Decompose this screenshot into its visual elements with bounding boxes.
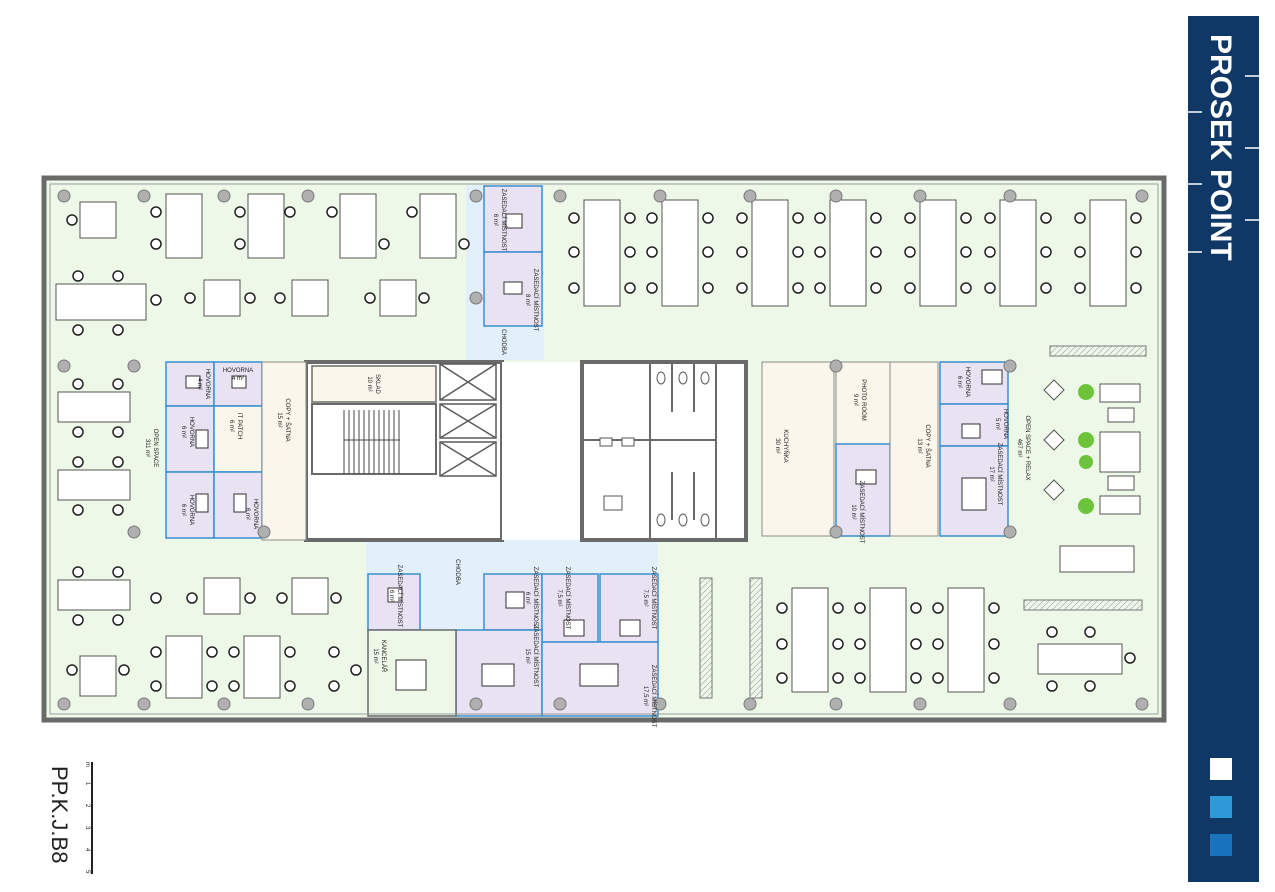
area-copy-left: 15 m²: [276, 412, 282, 427]
restroom-partitions: [582, 362, 717, 540]
area-open-space-left: 311 m²: [144, 439, 150, 457]
scale-tick-1: 1: [84, 782, 90, 786]
columns: [57, 189, 1149, 711]
area-zasedaci-right: 17 m²: [988, 466, 994, 481]
drawing-code: PP.K.J.B8: [30, 760, 80, 880]
label-hovorna-3: HOVORNA: [188, 417, 194, 447]
area-open-space-relax: 467 m²: [1016, 439, 1022, 458]
area-it-patch: 6 m²: [228, 420, 234, 432]
stair-steps: [343, 410, 400, 474]
area-zasedaci-mid: 10 m²: [850, 504, 856, 519]
rail-units: [699, 345, 1147, 699]
relax-lounge: [1043, 379, 1141, 515]
label-hovorna-5: HOVORNA: [252, 499, 258, 529]
label-zasedaci-top-1: ZASEDACÍ MÍSTNOST: [500, 189, 507, 252]
logo-square-dark: [1210, 834, 1232, 856]
area-hovorna-5: 6 m²: [244, 508, 250, 520]
relax-plants: [1078, 384, 1094, 514]
label-hovorna-r2: HOVORNA: [1002, 409, 1008, 439]
core-right: [580, 360, 748, 542]
label-hovorna-4: HOVORNA: [188, 495, 194, 525]
area-photo-room: 9 m²: [852, 394, 858, 406]
sklad-room: [311, 365, 437, 403]
label-zasedaci-mid: ZASEDACÍ MÍSTNOST: [858, 481, 865, 544]
label-copy-right: COPY + ŠATNA: [924, 424, 931, 467]
photo-room: [835, 361, 891, 445]
label-sklad: SKLAD: [374, 374, 380, 394]
label-chodba-top: CHODBA: [500, 329, 506, 355]
copy-right-room: [889, 361, 939, 537]
toilets: [599, 371, 710, 527]
chairs: [66, 206, 1142, 692]
label-hovorna-r1: HOVORNA: [964, 367, 970, 397]
brand-graphics: [1188, 75, 1259, 856]
area-zasedaci-b3: 7,5 m²: [556, 589, 562, 606]
zasedaci-mid-room: [835, 443, 891, 537]
label-hovorna-2: HOVORNA: [223, 368, 253, 374]
label-zasedaci-b6: ZASEDACÍ MÍSTNOST: [650, 665, 657, 728]
label-kancelar: KANCELÁŘ: [380, 640, 388, 673]
area-zasedaci-b4: 7,5 m²: [642, 589, 648, 606]
label-open-space-relax: OPEN SPACE + RELAX: [1024, 415, 1030, 480]
area-hovorna-1: 4 m²: [196, 378, 202, 390]
label-zasedaci-right: ZASEDACÍ MÍSTNOST: [996, 443, 1003, 506]
area-zasedaci-top-1: 6 m²: [492, 214, 498, 226]
label-it-patch: IT PATCH: [236, 413, 242, 439]
kuchynka-room: [761, 361, 835, 537]
scale-tick-3: 3: [84, 826, 90, 830]
label-copy-left: COPY + ŠATNA: [284, 398, 291, 441]
exterior-wall: [41, 175, 1167, 723]
brand-name: PROSEK POINT: [1204, 34, 1237, 261]
top-meeting-rooms: [483, 185, 543, 327]
area-zasedaci-b1: 6 m²: [388, 590, 394, 602]
area-zasedaci-b2: 6 m²: [524, 592, 530, 604]
area-hovorna-r1: 6 m²: [956, 376, 962, 388]
area-copy-right: 13 m²: [916, 438, 922, 453]
label-zasedaci-top-2: ZASEDACÍ MÍSTNOST: [532, 269, 539, 332]
label-zasedaci-b2: ZASEDACÍ MÍSTNOST: [532, 567, 539, 630]
scale-unit: m: [84, 762, 90, 767]
scale-tick-5: 5: [84, 870, 90, 874]
desk-clusters: [55, 193, 1135, 699]
elevators: [439, 363, 497, 477]
scale-tick-4: 4: [84, 848, 90, 852]
scale-tick-2: 2: [84, 804, 90, 808]
label-kuchynka: KUCHYŇKA: [782, 429, 789, 462]
label-zasedaci-b1: ZASEDACÍ MÍSTNOST: [396, 565, 403, 628]
area-hovorna-4: 6 m²: [180, 504, 186, 516]
area-zasedaci-b6: 17,5 m²: [642, 686, 648, 706]
brand-panel: [1188, 16, 1259, 882]
label-chodba-bottom: CHODBA: [454, 559, 460, 585]
area-sklad: 10 m²: [366, 376, 372, 391]
copy-left-room: [261, 361, 307, 541]
label-photo-room: PHOTO ROOM: [860, 379, 866, 421]
label-zasedaci-b3: ZASEDACÍ MÍSTNOST: [564, 567, 571, 630]
area-kancelar: 15 m²: [372, 648, 378, 663]
logo-square-light: [1210, 758, 1232, 780]
brand-title: PROSEK POINT: [1191, 30, 1255, 290]
drawing-code-text: PP.K.J.B8: [47, 766, 72, 863]
logo-square-mid: [1210, 796, 1232, 818]
label-zasedaci-b5: ZASEDACÍ MÍSTNOST: [532, 625, 539, 688]
scale-bar: m 1 2 3 4 5: [78, 758, 104, 878]
area-hovorna-2: 4 m²: [232, 376, 244, 382]
label-open-space-left: OPEN SPACE: [152, 429, 158, 468]
area-zasedaci-top-2: 8 m²: [524, 294, 530, 306]
meeting-tables: [185, 213, 1003, 691]
area-kuchynka: 30 m²: [774, 438, 780, 453]
area-zasedaci-b5: 15 m²: [524, 648, 530, 663]
exterior-wall-inner: [49, 183, 1159, 715]
area-hovorna-r2: 5 m²: [994, 418, 1000, 430]
lobby: [502, 362, 582, 540]
area-hovorna-3: 6 m²: [180, 426, 186, 438]
label-hovorna-1: HOVORNA: [204, 369, 210, 399]
label-zasedaci-b4: ZASEDACÍ MÍSTNOST: [650, 567, 657, 630]
